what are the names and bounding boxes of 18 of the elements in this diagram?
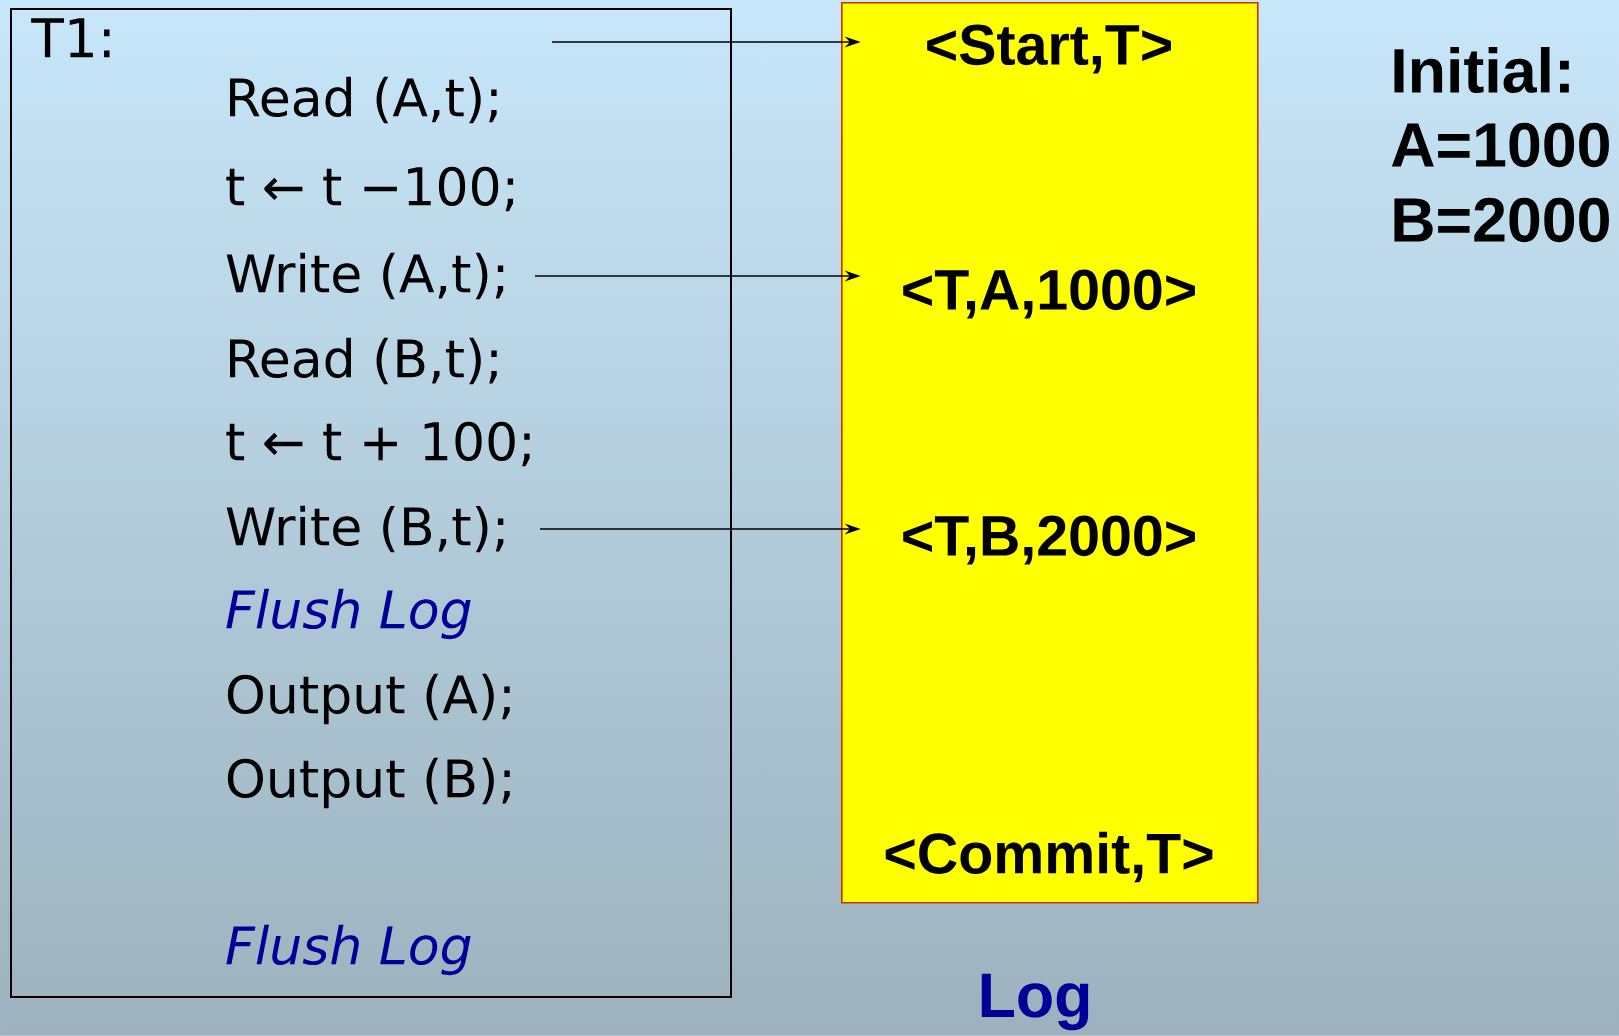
code-line: Read (A,t);: [230, 76, 497, 124]
log-record: <T,B,2000>: [903, 515, 1195, 565]
log-record: <Commit,T>: [885, 831, 1213, 883]
code-line: t ← t −100;: [226, 166, 514, 212]
code-line: Write (A,t);: [226, 252, 504, 300]
log-record: <Start,T>: [927, 24, 1171, 74]
code-line: Output (B);: [227, 757, 510, 809]
node-label: Log: [981, 973, 1089, 1031]
code-line: Flush Log: [226, 924, 471, 976]
code-line: t ← t + 100;: [226, 421, 530, 467]
code-line: Write (B,t);: [226, 505, 504, 553]
code-line: Read (B,t);: [230, 337, 497, 385]
initial-value-text: B=2000: [1394, 197, 1609, 243]
code-line: Output (A);: [227, 673, 510, 725]
initial-value-text: A=1000: [1391, 122, 1609, 168]
code-line: Flush Log: [226, 588, 471, 640]
initial-value-text: Initial:: [1394, 47, 1569, 93]
log-record: <T,A,1000>: [903, 269, 1195, 319]
